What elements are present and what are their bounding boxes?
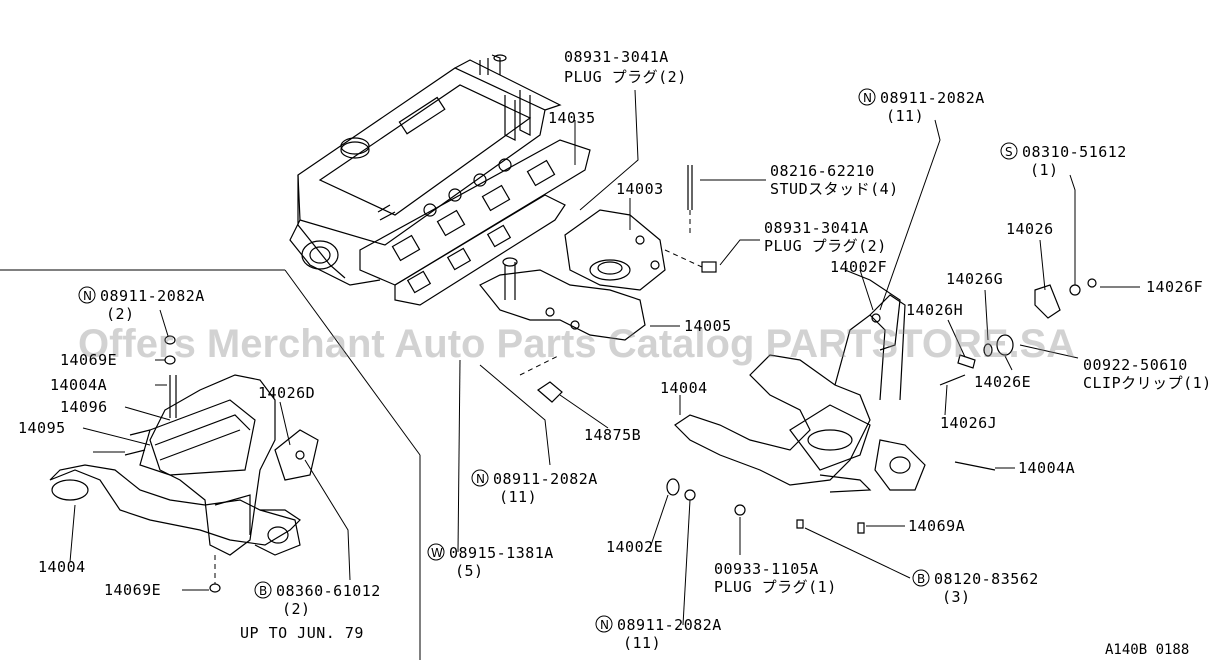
part-14026-label: 14026 [1006, 220, 1054, 238]
bolt-right-number: 08120-83562 [934, 570, 1039, 588]
left-small-parts [164, 335, 221, 593]
heat-shield-bracket [274, 429, 319, 481]
lower-fittings [666, 478, 865, 534]
nut-top-number: 08911-2082A [880, 89, 985, 107]
screw-number: 08310-51612 [1022, 143, 1127, 161]
exhaust-gasket [394, 194, 566, 306]
nut-left-prefix: N [83, 289, 92, 303]
nut-bottom-number: 08911-2082A [617, 616, 722, 634]
part-14002E-label: 14002E [606, 538, 663, 556]
diagram-code: A140B 0188 [1105, 642, 1189, 658]
nut-bottom-prefix: N [600, 618, 609, 632]
watermark: Offers Merchant Auto Parts Catalog PARTS… [78, 322, 1075, 366]
exhaust-manifold [674, 294, 926, 493]
screw-qty: (1) [1030, 161, 1059, 179]
part-14096-label: 14096 [60, 398, 108, 416]
applicability-note: UP TO JUN. 79 [240, 624, 364, 642]
part-14069E-bottom-label: 14069E [104, 581, 161, 599]
plug-low-desc: PLUG プラグ(1) [714, 578, 837, 596]
screw-callout: S 08310-51612 (1) [1000, 142, 1127, 179]
part-14005-label: 14005 [684, 317, 732, 335]
plug-mid-desc: PLUG プラグ(2) [764, 237, 887, 255]
part-14875B-label: 14875B [584, 426, 641, 444]
washer-callout: W 08915-1381A (5) [427, 543, 554, 580]
part-14004A-right-label: 14004A [1018, 459, 1075, 477]
bolt-left-callout: B 08360-61012 (2) [254, 581, 381, 618]
part-14069E-top-label: 14069E [60, 351, 117, 369]
bolt-right-qty: (3) [942, 588, 971, 606]
cylinder-head [289, 54, 562, 286]
nut-center-qty: (11) [499, 488, 537, 506]
part-14069A-label: 14069A [908, 517, 965, 535]
nut-center-callout: N 08911-2082A (11) [471, 469, 598, 506]
bolt-right-prefix: B [917, 572, 925, 586]
divider-diagonal [284, 269, 421, 456]
washer-number: 08915-1381A [449, 544, 554, 562]
part-14026H-label: 14026H [906, 301, 963, 319]
plug-mid-number: 08931-3041A [764, 219, 869, 237]
stud-number: 08216-62210 [770, 162, 875, 180]
plug-top-desc: PLUG プラグ(2) [564, 68, 687, 86]
bolt-left-number: 08360-61012 [276, 582, 381, 600]
nut-top-qty: (11) [886, 107, 924, 125]
manifold-gasket [359, 139, 591, 286]
nut-center-number: 08911-2082A [493, 470, 598, 488]
clip-number: 00922-50610 [1083, 356, 1188, 374]
plug-top-number: 08931-3041A [564, 48, 669, 66]
left-manifold-assembly [49, 374, 301, 556]
washer-qty: (5) [455, 562, 484, 580]
nut-left-number: 08911-2082A [100, 287, 205, 305]
part-14003-label: 14003 [616, 180, 664, 198]
stud [687, 165, 693, 235]
part-14026G-label: 14026G [946, 270, 1003, 288]
nut-bottom-qty: (11) [623, 634, 661, 652]
stud-desc: STUDスタッド(4) [770, 180, 899, 198]
bolt-right-callout: B 08120-83562 (3) [912, 569, 1039, 606]
clip-desc: CLIPクリップ(1) [1083, 374, 1212, 392]
bolt-left-qty: (2) [282, 600, 311, 618]
nut-top-prefix: N [863, 91, 872, 105]
nut-top-callout: N 08911-2082A (11) [858, 88, 985, 125]
part-14095-label: 14095 [18, 419, 66, 437]
part-14004A-left-label: 14004A [50, 376, 107, 394]
part-14002F-label: 14002F [830, 258, 887, 276]
screw-prefix: S [1005, 145, 1013, 159]
nut-center-prefix: N [476, 472, 485, 486]
washer-prefix: W [431, 546, 443, 560]
part-14026E-label: 14026E [974, 373, 1031, 391]
part-14035-label: 14035 [548, 109, 596, 127]
oxygen-sensor [519, 354, 563, 403]
plug-low-number: 00933-1105A [714, 560, 819, 578]
plug-mid [664, 249, 717, 273]
intake-manifold [479, 209, 666, 341]
leader-lines [69, 89, 1140, 626]
part-14026J-label: 14026J [940, 414, 997, 432]
part-14026F-label: 14026F [1146, 278, 1203, 296]
nut-left-qty: (2) [106, 305, 135, 323]
part-14004-main-label: 14004 [660, 379, 708, 397]
part-14026D-label: 14026D [258, 384, 315, 402]
bolt-left-prefix: B [259, 584, 267, 598]
part-14004-left-label: 14004 [38, 558, 86, 576]
nut-left-callout: N 08911-2082A (2) [78, 286, 205, 323]
nut-bottom-callout: N 08911-2082A (11) [595, 615, 722, 652]
